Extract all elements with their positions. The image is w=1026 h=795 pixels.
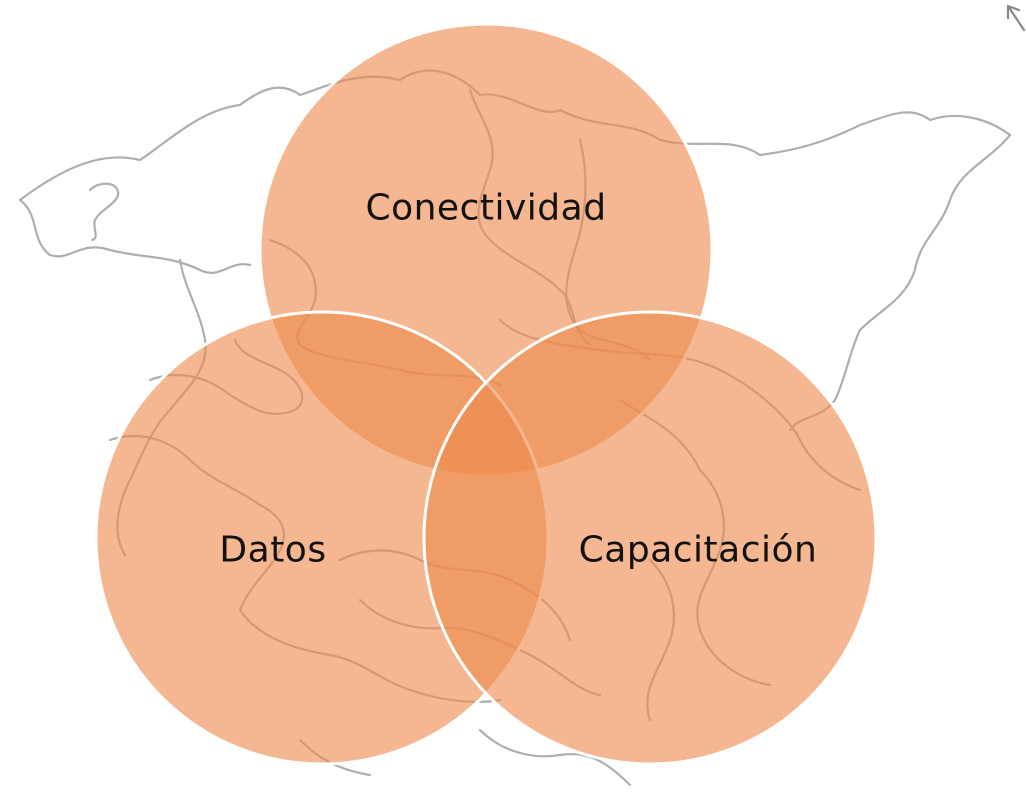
venn-label-conectividad: Conectividad — [365, 187, 607, 229]
border-inner-13 — [478, 728, 632, 787]
bay-shape — [88, 182, 120, 242]
venn-circle-right — [422, 310, 878, 766]
coastline-west — [18, 198, 252, 274]
venn-label-datos: Datos — [219, 529, 327, 571]
venn-label-capacitacion: Capacitación — [578, 529, 818, 571]
corner-arrow-icon — [1006, 4, 1026, 32]
border-east — [788, 133, 1012, 432]
